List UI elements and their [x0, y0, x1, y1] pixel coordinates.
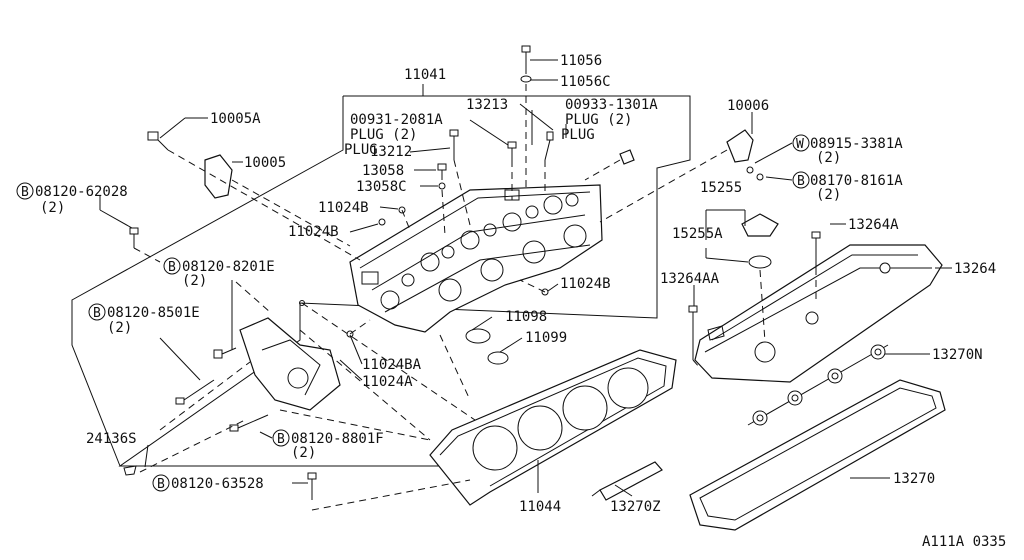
bolt-marker-icon — [792, 171, 810, 189]
label-00931-plug: PLUG — [344, 142, 378, 158]
bolt-marker-icon — [152, 474, 170, 492]
label-08120-8201e-qty: (2) — [182, 273, 207, 289]
label-11024ba: 11024BA — [362, 357, 422, 373]
bolt-marker-icon — [272, 429, 290, 447]
label-13212: 13212 — [370, 144, 412, 160]
spark-plug-seal-strip — [747, 344, 889, 426]
label-15255: 15255 — [700, 180, 742, 196]
rocker-cover-gasket — [689, 379, 946, 531]
label-08915-3381a: 08915-3381A — [810, 136, 903, 152]
label-10006: 10006 — [727, 98, 769, 114]
label-10005a: 10005A — [210, 111, 261, 127]
part-labels: 11056 11056C 11041 13213 00933-1301A PLU… — [16, 53, 1006, 550]
label-13270z: 13270Z — [610, 499, 661, 515]
label-08120-8501e-qty: (2) — [107, 320, 132, 336]
label-13270n: 13270N — [932, 347, 983, 363]
label-11098: 11098 — [505, 309, 547, 325]
label-08170-qty: (2) — [816, 187, 841, 203]
label-15255a: 15255A — [672, 226, 723, 242]
label-08120-62028-qty: (2) — [40, 200, 65, 216]
label-13270: 13270 — [893, 471, 935, 487]
bolt-marker-letter: B — [797, 174, 805, 189]
label-11024b: 11024B — [288, 224, 339, 240]
label-00933-1301a: 00933-1301A — [565, 97, 658, 113]
label-11056: 11056 — [560, 53, 602, 69]
oil-filler-cap — [741, 213, 779, 237]
cylinder-head-gasket — [429, 349, 677, 506]
cylinder-head — [349, 184, 603, 333]
label-00931-2081a: 00931-2081A — [350, 112, 443, 128]
gasket-11098 — [465, 328, 491, 344]
leader-lines — [99, 59, 952, 497]
label-11024a: 11024A — [362, 374, 413, 390]
label-08120-8801f-qty: (2) — [291, 445, 316, 461]
bolt-marker-icon — [16, 182, 34, 200]
bolt-marker-icon — [88, 303, 106, 321]
assembly-dashed-lines — [133, 84, 817, 511]
label-13264aa: 13264AA — [660, 271, 720, 287]
label-08915-qty: (2) — [816, 150, 841, 166]
bolt-marker-letter: B — [21, 185, 29, 200]
label-11044: 11044 — [519, 499, 561, 515]
cap-plug — [619, 149, 635, 165]
label-08120-62028: 08120-62028 — [35, 184, 128, 200]
label-08120-8201e: 08120-8201E — [182, 259, 275, 275]
label-11041: 11041 — [404, 67, 446, 83]
label-11056c: 11056C — [560, 74, 611, 90]
label-13213: 13213 — [466, 97, 508, 113]
bolt-marker-letter: B — [93, 306, 101, 321]
label-13264a: 13264A — [848, 217, 899, 233]
label-13058: 13058 — [362, 163, 404, 179]
gasket-11099 — [487, 351, 509, 365]
label-00931-plug-qty: PLUG (2) — [350, 127, 417, 143]
rocker-cover — [694, 244, 943, 383]
washer-marker-icon — [792, 134, 810, 152]
bolt-marker-letter: B — [157, 477, 165, 492]
washer-marker-letter: W — [796, 137, 804, 152]
sealant-tube — [591, 461, 663, 501]
label-11024b: 11024B — [560, 276, 611, 292]
assembly-group-outline — [118, 95, 691, 467]
bolts — [123, 45, 821, 500]
bolt-marker-letter: B — [277, 432, 285, 447]
label-11024b: 11024B — [318, 200, 369, 216]
label-00933-plug: PLUG — [561, 127, 595, 143]
label-08120-63528: 08120-63528 — [171, 476, 264, 492]
label-08120-8801f: 08120-8801F — [291, 431, 384, 447]
bolt-marker-icon — [163, 257, 181, 275]
rear-bracket — [726, 129, 754, 163]
label-13264: 13264 — [954, 261, 996, 277]
label-08170-8161a: 08170-8161A — [810, 173, 903, 189]
diagram-code: A111A 0335 — [922, 534, 1006, 550]
label-24136s: 24136S — [86, 431, 137, 447]
bolt-marker-letter: B — [168, 260, 176, 275]
front-bracket — [204, 154, 233, 199]
label-00933-plug-qty: PLUG (2) — [565, 112, 632, 128]
water-outlet-housing — [239, 317, 341, 411]
label-11099: 11099 — [525, 330, 567, 346]
oil-filler-cap-gasket — [748, 255, 772, 269]
label-08120-8501e: 08120-8501E — [107, 305, 200, 321]
label-13058c: 13058C — [356, 179, 407, 195]
label-10005: 10005 — [244, 155, 286, 171]
